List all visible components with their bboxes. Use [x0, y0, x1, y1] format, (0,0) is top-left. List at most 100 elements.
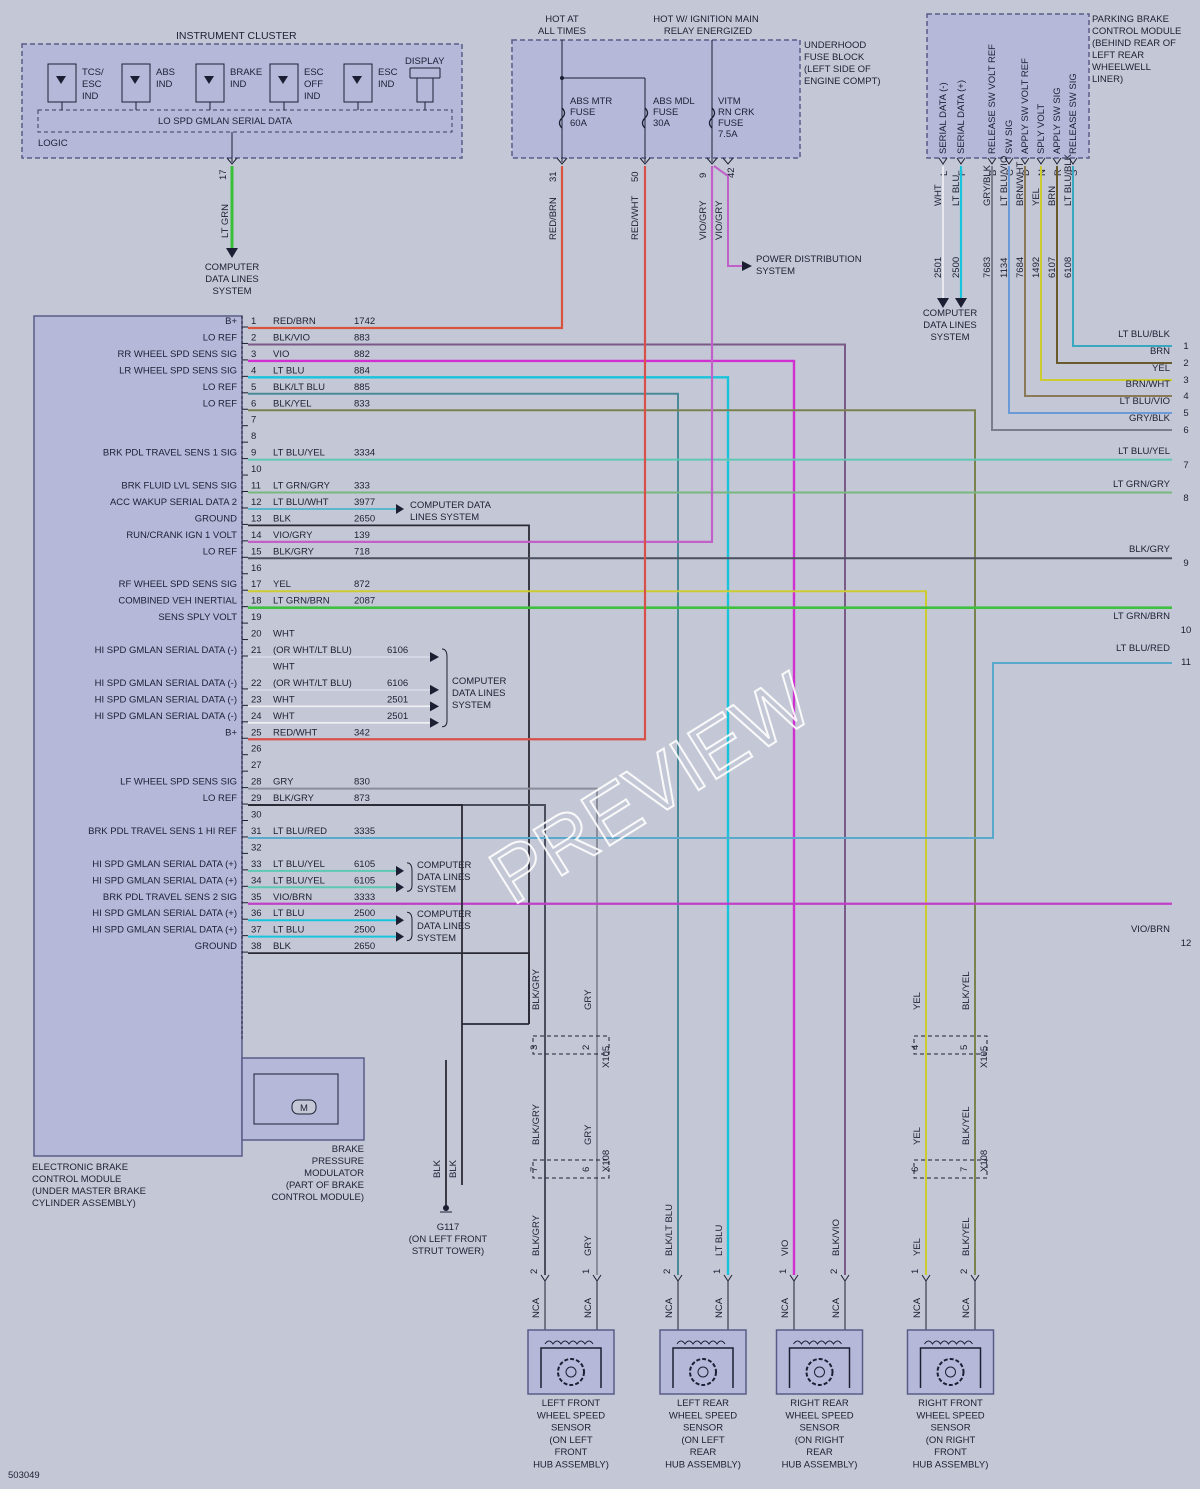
pbm-circuit: 6107 — [1047, 257, 1058, 278]
ebcm-wire-label: VIO/GRY — [273, 530, 313, 541]
fb-pin-50: 50 — [630, 171, 641, 182]
display-icon — [409, 67, 441, 110]
pbm-wire — [991, 166, 1172, 431]
edge-wire-label: GRY/BLK — [1129, 413, 1171, 424]
ebcm-pin-name: SENS SPLY VOLT — [158, 612, 237, 623]
edge-pin: 5 — [1183, 408, 1188, 419]
blk-ground-wire-13 — [248, 524, 530, 1024]
x105-connector — [913, 1035, 988, 1055]
sensor-wire-label: BLK/YEL — [961, 971, 972, 1010]
sensor-pin: 2 — [529, 1269, 540, 1274]
pbm-pin-letter: S — [1069, 170, 1080, 176]
sensor-label: HUB ASSEMBLY) — [913, 1460, 989, 1471]
ebcm-pin-number: 8 — [251, 431, 256, 442]
ebcm-wire-label: VIO/BRN — [273, 892, 312, 903]
ebcm-pin-name: HI SPD GMLAN SERIAL DATA (-) — [95, 694, 237, 705]
indicator-label: IND — [378, 79, 395, 90]
sensor-wire-label: BLK/GRY — [531, 1103, 542, 1145]
indicator-label: OFF — [304, 79, 323, 90]
ebcm-pin-name: B+ — [225, 727, 237, 738]
x108-pin: 6 — [910, 1167, 921, 1172]
pbm-pin-name: APPLY SW VOLT REF — [1020, 58, 1031, 154]
sensor-pin: 1 — [778, 1269, 789, 1274]
sensor-label: LEFT REAR — [677, 1398, 729, 1409]
ebcm-circuit: 884 — [354, 365, 370, 376]
ebcm-pin-number: 18 — [251, 596, 262, 607]
sensor-pin: 2 — [662, 1269, 673, 1274]
sensor-wire-label: BLK/VIO — [831, 1219, 842, 1256]
ebcm-pin-number: 32 — [251, 842, 262, 853]
sensor-wire-label: BLK/GRY — [531, 968, 542, 1010]
ebcm-circuit: 882 — [354, 349, 370, 360]
modulator-label: MODULATOR — [304, 1168, 364, 1179]
pbm-pin-letter: C — [1005, 169, 1016, 176]
fuse-label: VITM — [718, 96, 741, 107]
ic-wire-lt-grn: LT GRN — [220, 204, 231, 238]
pbm-circuit: 7684 — [1015, 257, 1026, 278]
ebcm-pin-number: 7 — [251, 415, 256, 426]
pbm-title: LINER) — [1092, 74, 1123, 85]
pbm-pin-letter: L — [939, 171, 950, 176]
ebcm-pin-number: 24 — [251, 711, 262, 722]
logic-label: LOGIC — [38, 138, 68, 149]
fb-wire-red-wht: RED/WHT — [630, 195, 641, 240]
pbm-dest-1: COMPUTER — [923, 308, 978, 319]
edge-pin: 11 — [1181, 657, 1191, 668]
x108-label: X108 — [979, 1150, 990, 1172]
fuse-icon-2 — [641, 107, 649, 129]
sensor-label: FRONT — [555, 1447, 588, 1458]
ebcm-pin-name: ACC WAKUP SERIAL DATA 2 — [110, 497, 237, 508]
edge-wire-label: LT GRN/BRN — [1113, 611, 1170, 622]
sensor-wire-label: BLK/LT BLU — [664, 1204, 675, 1256]
ebcm-wire-label: LT BLU — [273, 365, 304, 376]
ebcm-pin-number: 31 — [251, 826, 262, 837]
sensor-label: (ON LEFT — [549, 1435, 592, 1446]
wheel-speed-sensor — [659, 1329, 747, 1395]
indicator-label: ABS — [156, 67, 175, 78]
sensor-pin: 2 — [829, 1269, 840, 1274]
ebcm-pin-number: 16 — [251, 563, 262, 574]
ic-dest-2: DATA LINES — [205, 274, 259, 285]
data-lines-label: DATA LINES — [417, 921, 471, 932]
fuse-label: FUSE — [570, 107, 595, 118]
ebcm-circuit: 6105 — [354, 859, 375, 870]
ebcm-circuit: 2501 — [387, 694, 408, 705]
sensor-label: HUB ASSEMBLY) — [782, 1460, 858, 1471]
sensor-pin: 1 — [712, 1269, 723, 1274]
x105-pin: 2 — [581, 1045, 592, 1050]
sensor-label: SENSOR — [930, 1423, 970, 1434]
wheel-speed-sensor — [906, 1329, 995, 1395]
pbm-pin-name: APPLY SW SIG — [1052, 87, 1063, 154]
ebcm-circuit: 139 — [354, 530, 370, 541]
ebcm-wire-label: BLK — [273, 513, 292, 524]
x105-pin: 4 — [910, 1045, 921, 1050]
fuse-block-title: UNDERHOOD — [804, 40, 866, 51]
power-dist-2: SYSTEM — [756, 266, 795, 277]
ebcm-wire-label: (OR WHT/LT BLU) — [273, 645, 352, 656]
ebcm-pin-number: 2 — [251, 332, 256, 343]
edge-pin: 6 — [1183, 425, 1188, 436]
pbm-circuit: 2501 — [933, 257, 944, 278]
ebcm-wire-label: LT BLU/YEL — [273, 448, 325, 459]
ebcm-pin-number: 25 — [251, 727, 262, 738]
ebcm-pin-name: HI SPD GMLAN SERIAL DATA (-) — [95, 678, 237, 689]
pbm-wire — [1056, 166, 1172, 364]
ebcm-pin-number: 3 — [251, 349, 256, 360]
pbm-wire-label: WHT — [933, 184, 944, 206]
x108-pin: 7 — [959, 1167, 970, 1172]
sensor-pin: 2 — [959, 1269, 970, 1274]
ebcm-pin-name: BRK FLUID LVL SENS SIG — [121, 481, 237, 492]
nca-label: NCA — [714, 1297, 725, 1318]
fuse-block-title: (LEFT SIDE OF — [804, 64, 871, 75]
ebcm-pin-number: 28 — [251, 777, 262, 788]
ground-icon — [443, 1205, 449, 1211]
data-lines-label: DATA LINES — [417, 872, 471, 883]
ebcm-pin-number: 12 — [251, 497, 262, 508]
sensor-label: HUB ASSEMBLY) — [665, 1460, 741, 1471]
ebcm-circuit: 830 — [354, 777, 370, 788]
sensor-label: SENSOR — [551, 1423, 591, 1434]
fuse-label: FUSE — [718, 118, 743, 129]
edge-pin: 8 — [1183, 493, 1188, 504]
